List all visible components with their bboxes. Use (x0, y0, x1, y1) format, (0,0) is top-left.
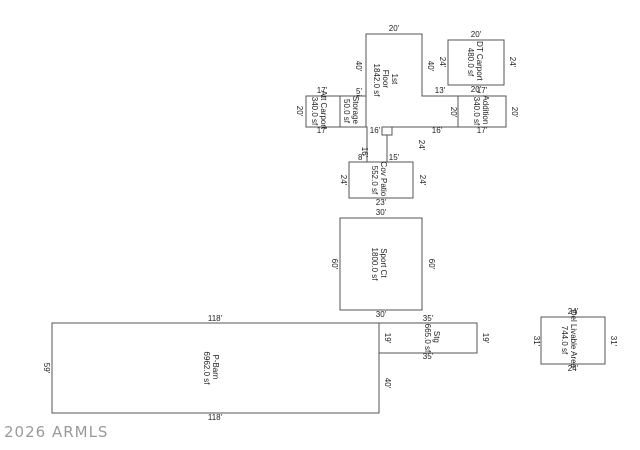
first-floor-right-dim: 40' (426, 61, 435, 72)
stg-right-dim: 19' (481, 333, 490, 344)
p-barn-top-dim: 118' (208, 314, 223, 323)
addition-bottom-dim: 17' (477, 126, 488, 135)
stg-box (378, 322, 478, 354)
dt-carport-left-dim: 24' (438, 57, 447, 68)
cov-patio-box (348, 161, 414, 199)
stg-bottom-dim: 35' (423, 352, 434, 361)
sport-ct-bottom-dim: 30' (376, 310, 387, 319)
cov-patio-right-dim: 24' (418, 175, 427, 186)
sport-ct-right-dim: 60' (427, 259, 436, 270)
stg-label: Stg 665.0 sf (423, 324, 441, 353)
first-floor-inner-dim-1: 5' (356, 87, 362, 96)
del-livable-label: Del Livable Area 744.0 sf (560, 310, 578, 371)
sport-ct-top-dim: 30' (376, 208, 387, 217)
del-livable-bottom-dim: 24' (568, 364, 579, 373)
dt-carport-right-dim: 24' (508, 57, 517, 68)
stg-top-dim: 35' (423, 314, 434, 323)
first-floor-neck-dim-e: 24' (417, 140, 426, 151)
first-floor-neck-dim-a: 16' (370, 126, 381, 135)
del-livable-left-dim: 31' (532, 336, 541, 347)
first-floor-left-dim: 40' (354, 61, 363, 72)
step-box (381, 126, 393, 136)
first-floor-neck-dim-c: 16' (360, 147, 369, 158)
p-barn-right-dim: 40' (383, 378, 392, 389)
att-carport-top-dim: 17' (317, 86, 328, 95)
cov-patio-label: Cov Patio 552.0 sf (370, 162, 388, 199)
dt-carport-top-dim: 20' (471, 30, 482, 39)
cov-patio-left-dim: 24' (339, 175, 348, 186)
addition-left-dim: 20' (449, 107, 458, 118)
p-barn-left-dim: 59' (42, 363, 51, 374)
att-carport-bottom-dim: 17' (317, 126, 328, 135)
dt-carport-label: DT Carport 480.0 sf (466, 41, 484, 83)
dt-carport-box (447, 39, 505, 86)
cov-patio-bottom-dim: 23' (376, 198, 387, 207)
cov-patio-top-dim: 15' (389, 153, 400, 162)
del-livable-top-dim: 24' (568, 307, 579, 316)
storage-box (339, 95, 367, 128)
storage-label: Storage 50.0 sf (342, 96, 360, 126)
sport-ct-box (339, 217, 423, 311)
first-floor-neck-dim-d: 8' (358, 153, 364, 162)
watermark: 2026 ARMLS (4, 423, 108, 441)
first-floor-step-dim: 13' (435, 86, 446, 95)
dt-carport-bottom-dim: 20' (471, 85, 482, 94)
addition-top-dim: 17' (477, 86, 488, 95)
att-carport-left-dim: 20' (295, 106, 304, 117)
del-livable-right-dim: 31' (609, 336, 618, 347)
addition-right-dim: 20' (510, 107, 519, 118)
addition-box (457, 95, 507, 128)
stg-left-dim: 19' (383, 333, 392, 344)
sport-ct-left-dim: 60' (330, 259, 339, 270)
sport-ct-label: Sport Ct 1800.0 sf (370, 248, 388, 282)
first-floor-outline (365, 33, 459, 163)
first-floor-label: 1st Floor 1842.0 sf (372, 64, 399, 98)
p-barn-bottom-dim: 118' (208, 413, 223, 422)
first-floor-neck-dim-b: 16' (432, 126, 443, 135)
del-livable-box (540, 316, 606, 365)
att-carport-label: Att Carport 340.0 sf (310, 91, 328, 132)
addition-label: Addition 340.0 sf (472, 95, 490, 126)
p-barn-box (51, 322, 380, 414)
p-barn-label: P-Barn 6962.0 sf (202, 352, 220, 386)
first-floor-top-dim: 20' (389, 24, 400, 33)
